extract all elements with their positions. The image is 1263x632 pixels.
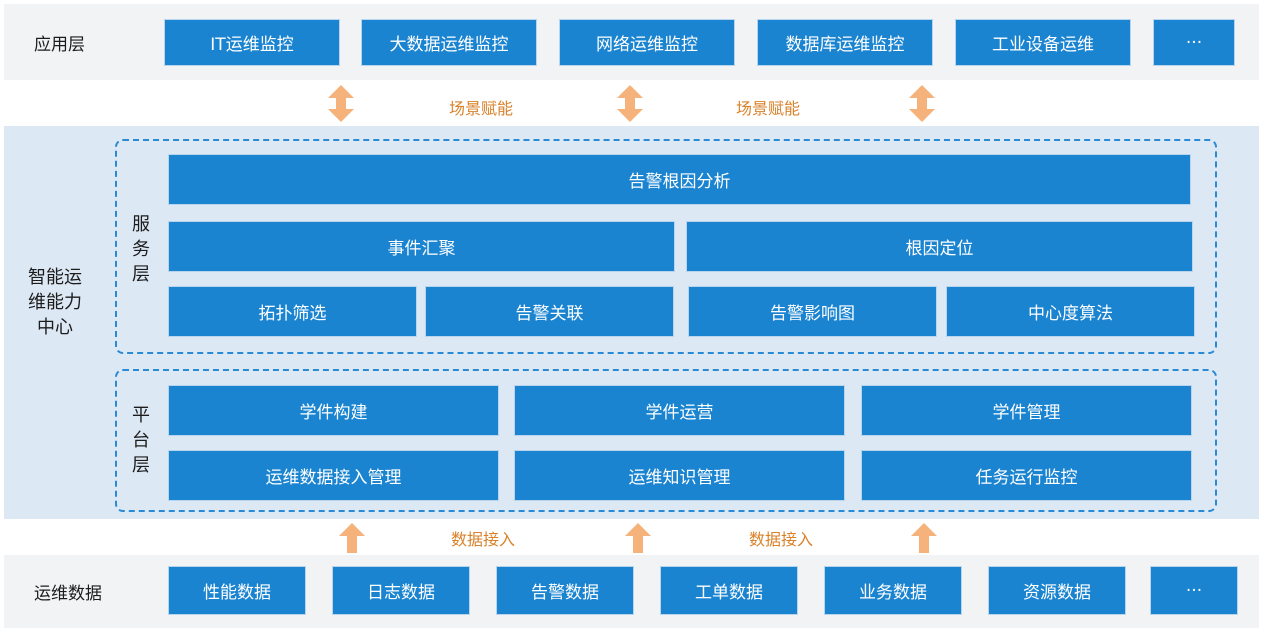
scene-empower-caption-2: 场景赋能 [736, 99, 801, 118]
root-cause-analysis-bar: 告警根因分析 [168, 154, 1191, 205]
service-layer-label: 服务层 [130, 212, 152, 287]
app-item-it-monitoring: IT运维监控 [164, 19, 340, 66]
data-item-resource: 资源数据 [988, 566, 1126, 615]
center-label: 智能运维能力中心 [26, 265, 84, 340]
data-item-ticket: 工单数据 [660, 566, 798, 615]
platform-layer-label: 平台层 [130, 403, 152, 478]
double-arrow-icon [328, 85, 354, 122]
app-item-bigdata-monitoring: 大数据运维监控 [361, 19, 537, 66]
data-access-caption-2: 数据接入 [749, 530, 814, 549]
ops-data-label: 运维数据 [34, 584, 102, 604]
double-arrow-icon [909, 85, 935, 122]
data-item-alert: 告警数据 [496, 566, 634, 615]
up-arrow-icon [625, 523, 651, 553]
learnware-build-box: 学件构建 [168, 385, 499, 436]
application-layer-label: 应用层 [34, 34, 85, 55]
service-layer-label-text: 服务层 [132, 214, 150, 285]
service-layer-container [115, 139, 1217, 354]
app-item-industrial-equipment: 工业设备运维 [955, 19, 1131, 66]
event-aggregation-box: 事件汇聚 [168, 221, 675, 272]
data-item-more: ··· [1150, 566, 1238, 615]
scene-empower-caption-1: 场景赋能 [449, 99, 514, 118]
alert-impact-graph-box: 告警影响图 [688, 286, 937, 337]
app-item-more: ··· [1153, 19, 1235, 66]
ops-knowledge-management-box: 运维知识管理 [514, 450, 845, 501]
ops-data-access-management-box: 运维数据接入管理 [168, 450, 499, 501]
data-item-performance: 性能数据 [168, 566, 306, 615]
double-arrow-icon [617, 85, 643, 122]
centrality-algorithm-box: 中心度算法 [946, 286, 1195, 337]
platform-layer-container [115, 369, 1217, 512]
up-arrow-icon [911, 523, 937, 553]
platform-layer-label-text: 平台层 [132, 405, 150, 476]
topology-filter-box: 拓扑筛选 [168, 286, 417, 337]
data-access-caption-1: 数据接入 [451, 530, 516, 549]
app-item-network-monitoring: 网络运维监控 [559, 19, 735, 66]
root-cause-location-box: 根因定位 [686, 221, 1193, 272]
data-item-business: 业务数据 [824, 566, 962, 615]
up-arrow-icon [339, 523, 365, 553]
data-item-log: 日志数据 [332, 566, 470, 615]
center-label-text: 智能运维能力中心 [28, 267, 82, 338]
learnware-operation-box: 学件运营 [514, 385, 845, 436]
app-item-database-monitoring: 数据库运维监控 [757, 19, 933, 66]
task-run-monitoring-box: 任务运行监控 [861, 450, 1192, 501]
learnware-management-box: 学件管理 [861, 385, 1192, 436]
alert-correlation-box: 告警关联 [425, 286, 674, 337]
